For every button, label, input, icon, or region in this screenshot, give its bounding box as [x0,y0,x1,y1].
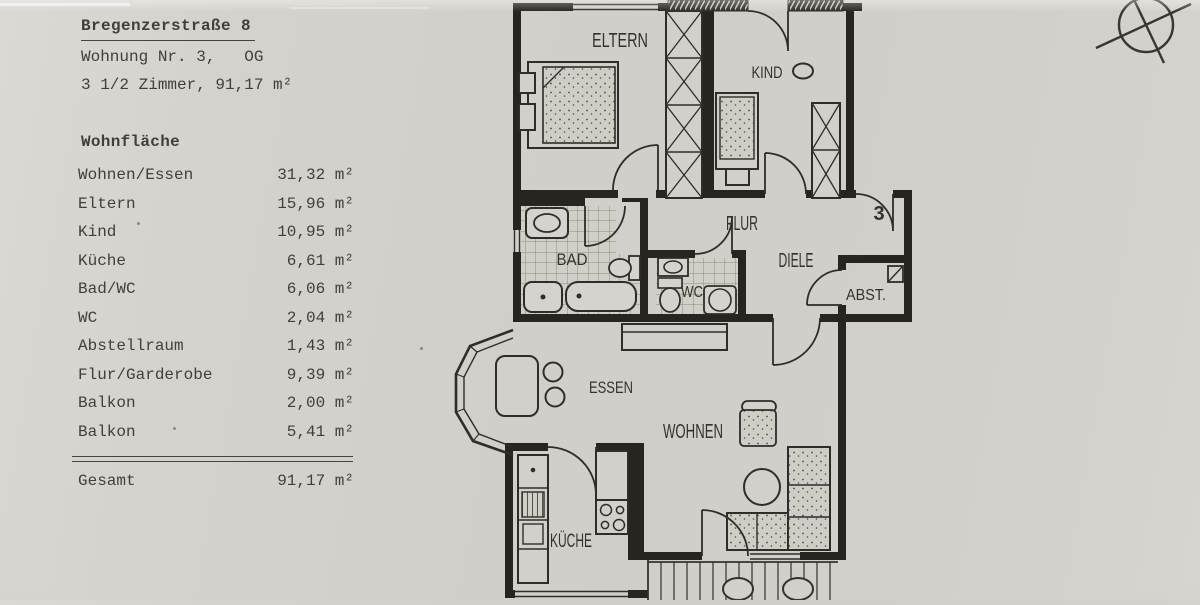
row-label: Eltern [78,194,136,213]
rooms-size-line: 3 1/2 Zimmer, 91,17 m² [81,76,293,94]
total-divider [72,456,353,462]
room-label-wohnen: WOHNEN [663,421,723,443]
kind-bed [715,92,759,186]
row-label: Küche [78,251,127,270]
row-label: WC [78,308,98,327]
scan-speck [137,222,140,225]
toilet-bowl [608,258,632,278]
balcony-chair [722,577,754,601]
chair [544,386,566,408]
row-label: Bad/WC [78,280,136,298]
windows [513,3,800,598]
unit-number-label: 3 [873,203,884,225]
wc-fixtures [657,257,737,315]
section-heading: Wohnfläche [81,133,181,151]
table-row: Wohnen/Essen 31,32 m² [78,161,354,190]
kitchen-counter-right [595,450,629,501]
kind-wardrobe [811,102,841,199]
bad-door-clearance [616,202,640,254]
row-value: 15,96 m² [277,194,354,213]
table-row: Küche 6,61 m² [78,247,354,276]
table-row: WC 2,04 m² [78,304,354,333]
table-row: Flur/Garderobe 9,39 m² [78,361,354,390]
sideboard [621,323,728,351]
area-rows: Wohnen/Essen 31,32 m² Eltern 15,96 m² Kind… [78,161,354,446]
table-row: Balkon 2,00 m² [78,389,354,418]
row-label: Abstellraum [78,337,184,355]
balcony [647,560,838,601]
eltern-double-bed [518,61,619,149]
table-row: Balkon 5,41 m² [78,418,354,447]
chair [542,361,564,383]
table-row: Kind 10,95 m² [78,218,354,247]
unit-line: Wohnung Nr. 3, OG [81,48,264,66]
room-label-wc: WC [681,284,703,301]
dining-table [495,355,539,417]
row-value: 6,06 m² [286,280,354,298]
table-row: Abstellraum 1,43 m² [78,332,354,361]
washbasin [525,207,569,239]
row-value: 5,41 m² [286,422,354,441]
coffee-table [743,468,781,506]
row-label: Balkon [78,394,136,412]
total-label: Gesamt [78,472,136,490]
kueche-fixtures [517,450,629,584]
scan-speck [173,427,176,430]
row-value: 31,32 m² [277,166,354,184]
total-value: 91,17 m² [277,472,354,490]
bad-fixtures [523,207,641,313]
row-label: Wohnen/Essen [78,166,194,184]
address-heading: Bregenzerstraße 8 [81,17,256,41]
compass-mark-icon [1095,0,1192,64]
kind-stool [792,62,814,80]
row-value: 10,95 m² [277,223,354,241]
kitchen-counter-left [517,454,549,584]
room-label-diele: DIELE [779,250,814,272]
row-label: Kind [78,223,117,241]
bay-window [454,328,514,457]
room-label-bad: BAD [557,250,588,269]
row-value: 2,00 m² [286,394,354,412]
room-label-eltern: ELTERN [592,30,648,52]
room-label-kind: KIND [752,63,783,82]
walls [505,0,912,598]
sofa-vertical [787,446,831,551]
shaft-duct [665,10,703,199]
row-label: Flur/Garderobe [78,365,213,384]
row-label: Balkon [78,422,136,441]
total-row: Gesamt 91,17 m² [78,472,354,490]
scan-speck [420,347,423,350]
wohnen-furniture [726,400,831,551]
room-labels: ELTERN KIND FLUR DIELE ABST. BAD WC ESSE… [550,30,886,552]
bathtub [565,281,637,312]
room-label-flur: FLUR [726,213,758,235]
door-arcs [547,10,894,557]
room-label-abstell: ABST. [846,287,886,304]
table-row: Eltern 15,96 m² [78,190,354,219]
row-value: 6,61 m² [286,251,354,270]
row-value: 1,43 m² [286,337,354,355]
armchair [739,409,777,447]
room-label-kueche: KÜCHE [550,531,592,552]
water-heater [887,265,904,283]
area-table-document: Bregenzerstraße 8 Wohnung Nr. 3, OG 3 1/… [0,0,440,600]
balcony-chair [782,577,814,601]
row-value: 2,04 m² [286,308,354,327]
row-value: 9,39 m² [286,365,354,384]
essen-furniture [495,323,728,417]
table-row: Bad/WC 6,06 m² [78,275,354,304]
room-label-essen: ESSEN [589,378,633,397]
